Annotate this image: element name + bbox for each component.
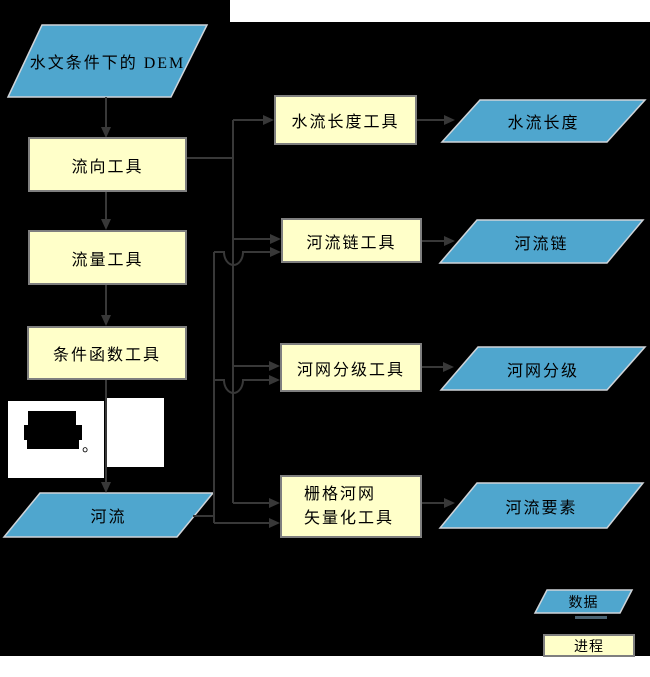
stream-to-feature-tool-label-line1: 栅格河网 — [304, 485, 377, 503]
flow-direction-tool-label: 流向工具 — [71, 158, 144, 176]
stream-link-parallelogram — [438, 219, 645, 264]
flow-length-parallelogram — [440, 99, 647, 143]
stream-order-tool-label: 河网分级工具 — [296, 361, 405, 379]
stream-feature-output-label: 河流要素 — [505, 499, 578, 517]
stream-link-tool-label: 河流链工具 — [306, 234, 397, 252]
legend-data-parallelogram — [533, 589, 634, 614]
node-stream-order-tool: 河网分级工具 — [280, 343, 422, 392]
stream-order-parallelogram — [439, 346, 647, 391]
stream-to-feature-tool-label-line2: 矢量化工具 — [304, 509, 395, 527]
garbled-text-blob — [24, 425, 82, 440]
node-flow-length-tool: 水流长度工具 — [274, 95, 417, 145]
dem-parallelogram — [6, 24, 209, 98]
garbled-text-blob — [27, 439, 79, 449]
page-background-notch — [230, 0, 650, 22]
streams-node-label: 河流 — [90, 509, 127, 526]
note-visible-punctuation: 。 — [82, 438, 99, 455]
legend-process-swatch: 进程 — [543, 634, 635, 657]
streams-parallelogram — [2, 492, 215, 538]
node-flow-direction-tool: 流向工具 — [28, 137, 187, 192]
node-flow-accumulation-tool: 流量工具 — [28, 230, 187, 285]
node-stream-link-tool: 河流链工具 — [281, 218, 422, 263]
legend-data-label: 数据 — [568, 595, 599, 611]
dem-node-label: 水文条件下的 DEM — [29, 55, 186, 72]
legend-divider-mark — [575, 616, 607, 619]
flow-length-tool-label: 水流长度工具 — [291, 114, 400, 131]
node-stream-to-feature-tool: 栅格河网 矢量化工具 — [280, 475, 422, 538]
flow-length-output-label: 水流长度 — [507, 115, 580, 132]
garbled-text-blob — [28, 411, 76, 425]
note-box-right — [107, 398, 164, 467]
stream-order-output-label: 河网分级 — [506, 362, 579, 380]
con-tool-label: 条件函数工具 — [52, 347, 161, 364]
connector-streams-to-stream-link-tool — [214, 247, 281, 266]
flow-accumulation-tool-label: 流量工具 — [71, 251, 144, 269]
stream-link-output-label: 河流链 — [514, 235, 569, 253]
connector-streams-to-stream-order-tool — [214, 375, 280, 394]
legend-process-label: 进程 — [574, 639, 604, 655]
stream-feature-parallelogram — [438, 482, 645, 529]
node-con-tool: 条件函数工具 — [27, 326, 187, 380]
